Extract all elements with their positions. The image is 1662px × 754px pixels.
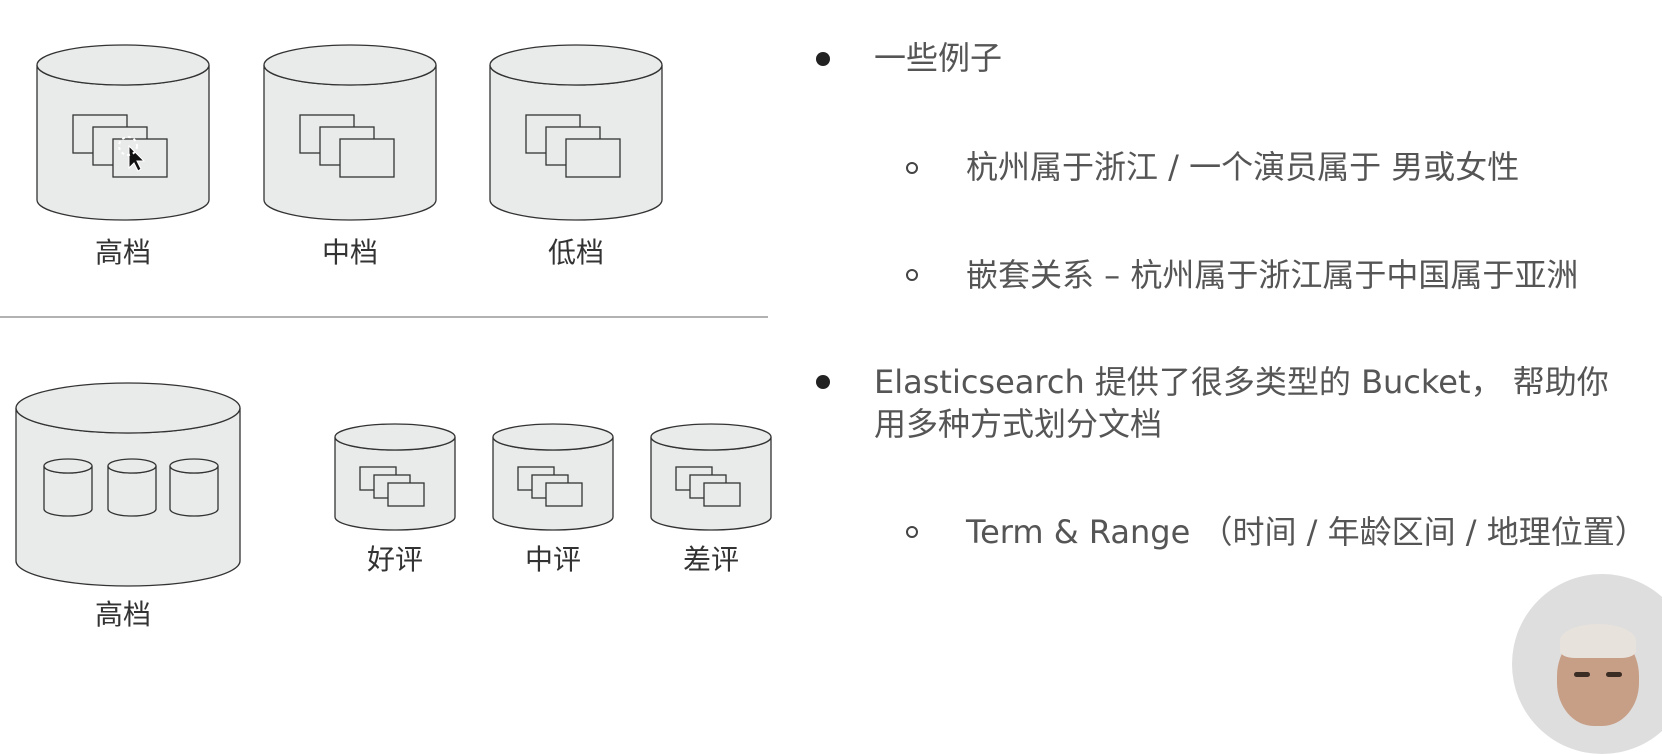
top-label-mid: 中档	[321, 236, 378, 269]
bullet-text: 一些例子	[874, 39, 1003, 77]
presenter-video-avatar	[1512, 574, 1662, 754]
bottom-label-good: 好评	[366, 543, 423, 576]
bullet-disc-icon	[816, 52, 830, 66]
bullet-text: Elasticsearch 提供了很多类型的 Bucket， 帮助你用多种方式划…	[874, 363, 1609, 443]
document-stack-icon	[675, 466, 741, 507]
bullet-circle-icon	[906, 162, 918, 174]
inner-cylinder	[107, 458, 157, 517]
presenter-hair	[1560, 624, 1636, 658]
mouse-pointer-icon	[118, 136, 146, 172]
bullet-circle-icon	[906, 269, 918, 281]
bullet-text: 嵌套关系 – 杭州属于浙江属于中国属于亚洲	[966, 256, 1579, 294]
document-stack-icon	[525, 114, 621, 178]
top-label-high: 高档	[94, 236, 151, 269]
inner-cylinder	[169, 458, 219, 517]
bucket-diagram	[0, 44, 772, 587]
presenter-eye	[1574, 672, 1590, 677]
bottom-label-neutral: 中评	[524, 543, 581, 576]
presenter-eye	[1606, 672, 1622, 677]
bottom-label-high: 高档	[94, 598, 151, 631]
bottom-label-bad: 差评	[682, 543, 739, 576]
bullet-text: 杭州属于浙江 / 一个演员属于 男或女性	[966, 148, 1520, 186]
inner-cylinder	[43, 458, 93, 517]
bullet-circle-icon	[906, 526, 918, 538]
bullet-disc-icon	[816, 375, 830, 389]
document-stack-icon	[299, 114, 395, 178]
document-stack-icon	[517, 466, 583, 507]
document-stack-icon	[359, 466, 425, 507]
top-label-low: 低档	[547, 236, 604, 269]
bullet-text: Term & Range （时间 / 年龄区间 / 地理位置）	[966, 513, 1647, 551]
